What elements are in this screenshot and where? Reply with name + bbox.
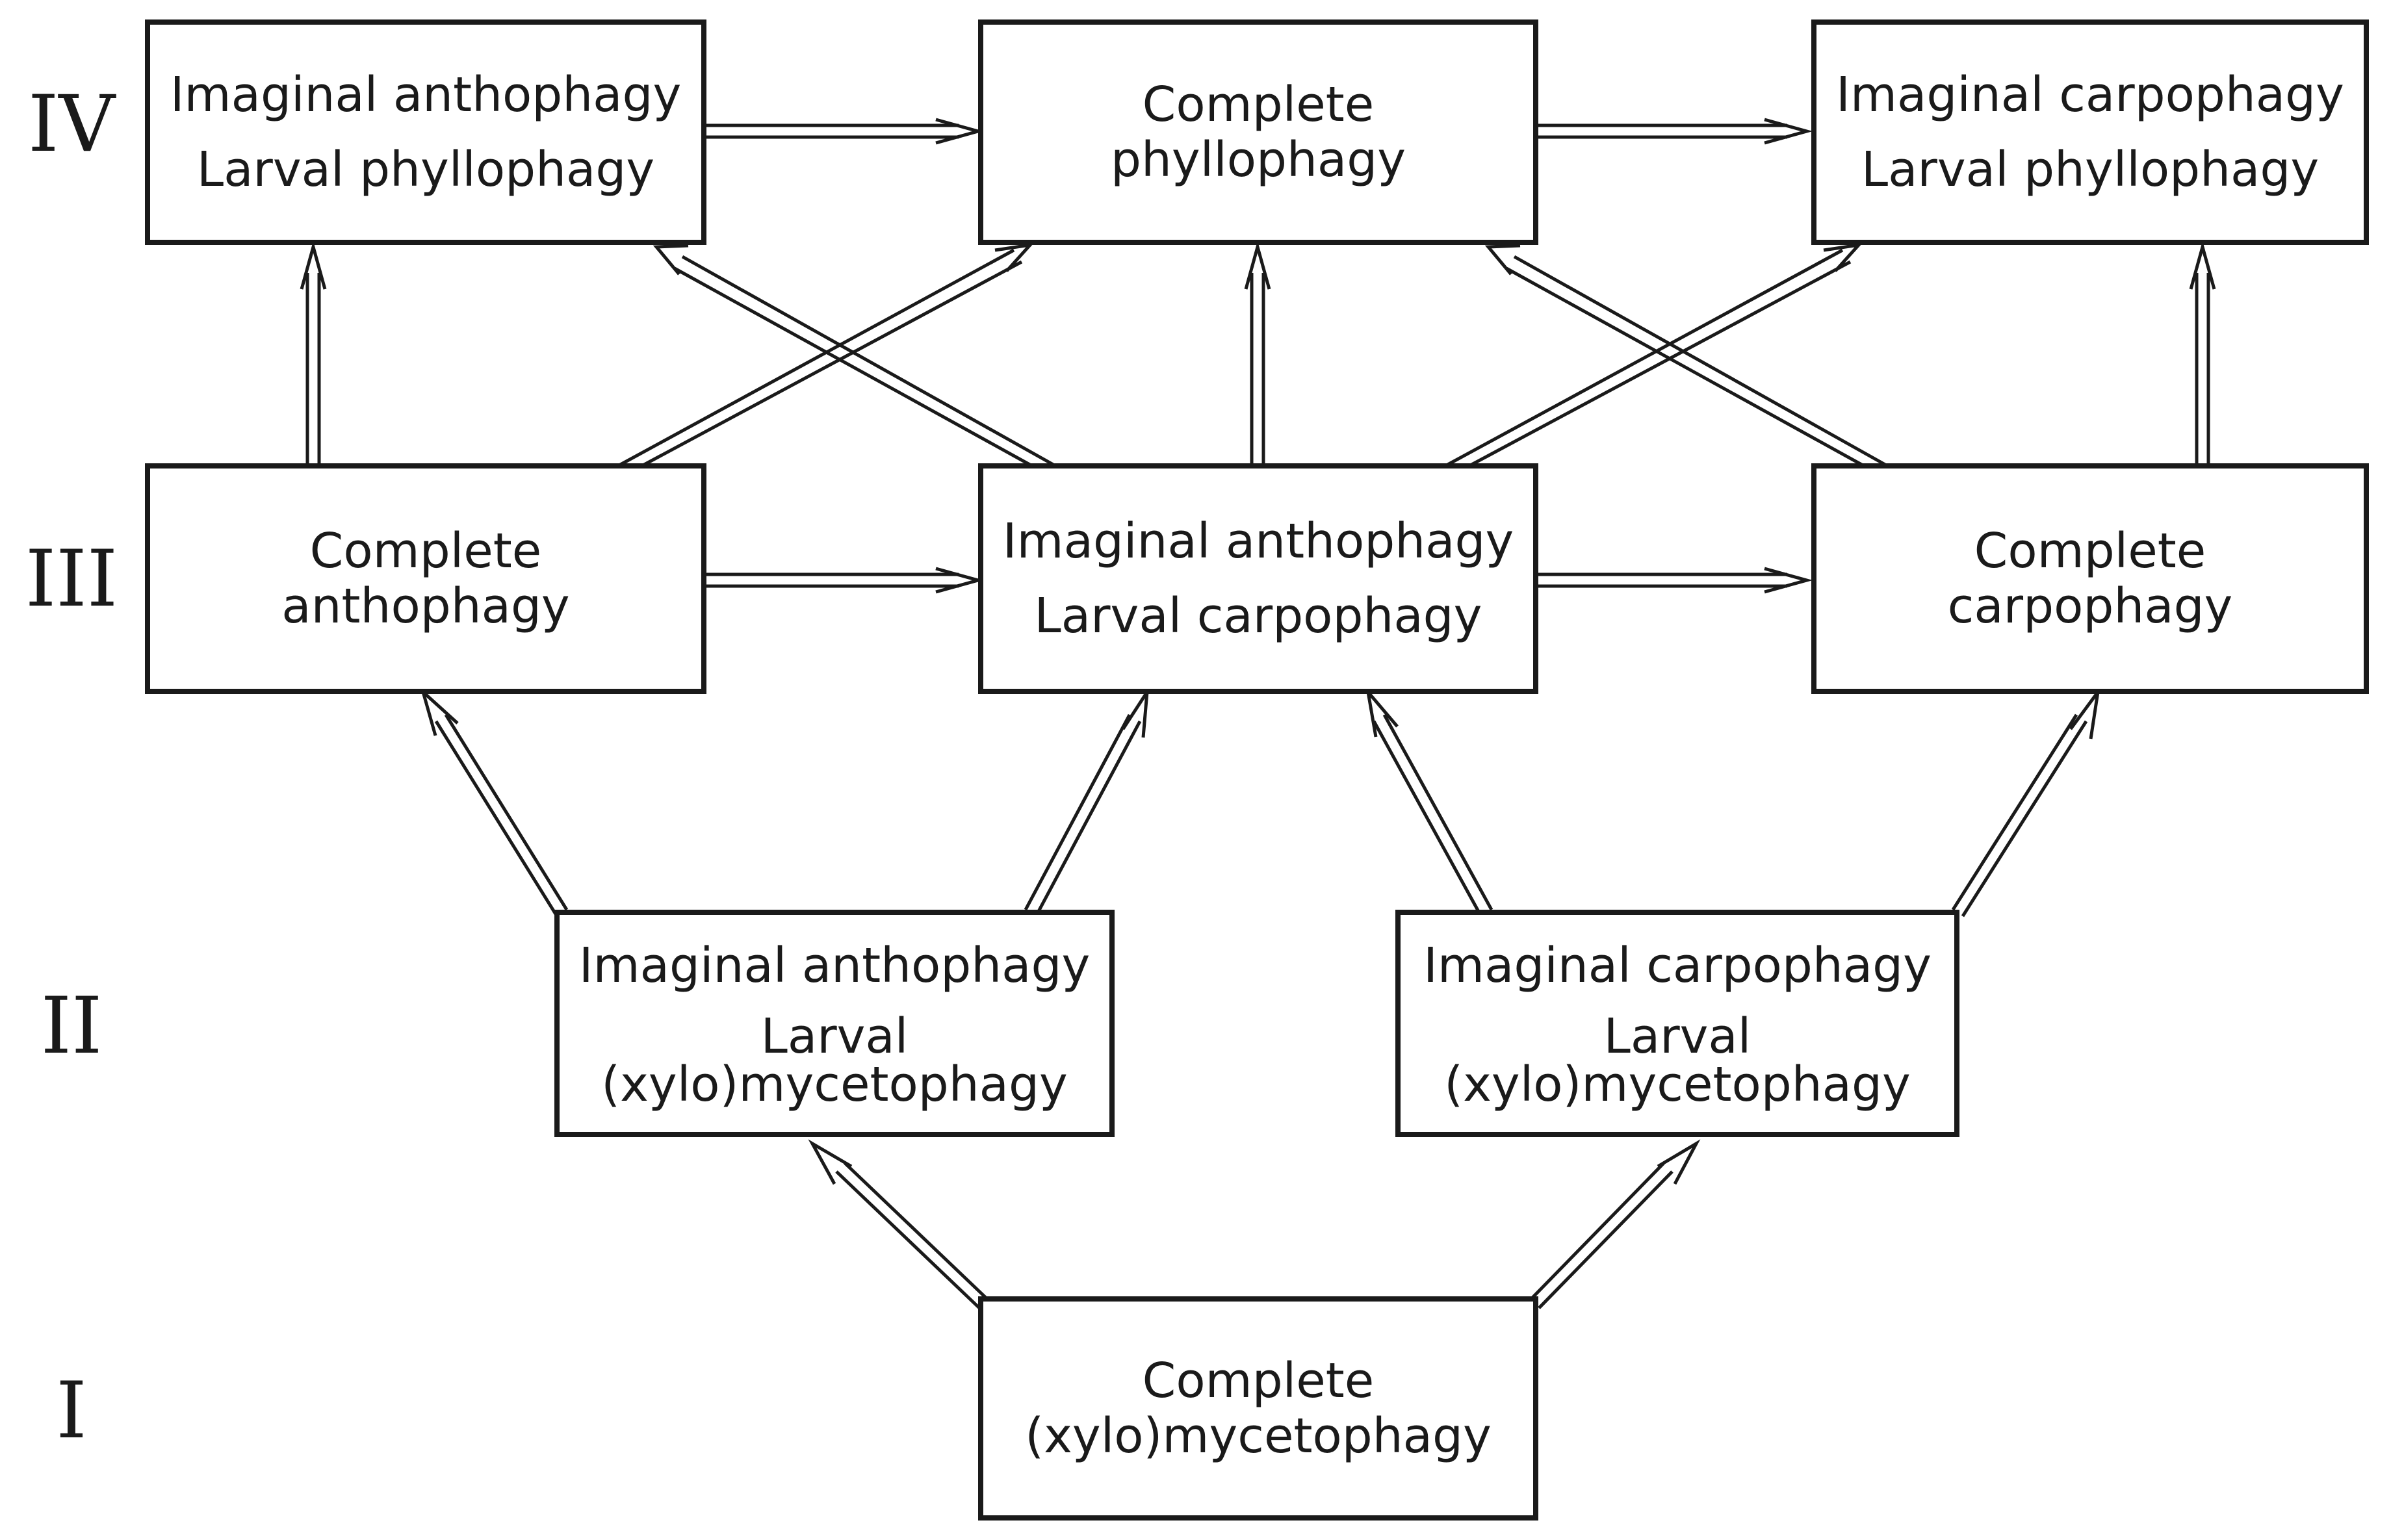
box-line: Imaginal anthophagy (1002, 513, 1514, 570)
box-complete-carpophagy: Complete carpophagy (1811, 463, 2369, 694)
arrow-iv-anthophagy-to-complete-phyllophagy (705, 118, 985, 145)
level-label-ii: II (40, 981, 103, 1072)
box-line: Larval carpophagy (1034, 587, 1482, 644)
arrow-complete-phyllophagy-to-iv-carpophagy (1537, 118, 1813, 145)
box-line: (xylo)mycetophagy (1025, 1407, 1492, 1464)
box-line: Larval (760, 1008, 909, 1065)
arrow-complete-xylomycetophagy-to-ii-carpophagy (1529, 1139, 1701, 1309)
level-label-i: I (56, 1366, 87, 1456)
box-line: Imaginal anthophagy (170, 67, 682, 123)
box-line: carpophagy (1947, 578, 2233, 634)
level-label-iv: IV (27, 79, 116, 170)
box-imaginal-carpophagy-larval-phyllophagy: Imaginal carpophagy Larval phyllophagy (1811, 19, 2369, 245)
box-imaginal-carpophagy-larval-xylomycetophagy: Imaginal carpophagy Larval (xylo)mycetop… (1395, 910, 1959, 1137)
box-complete-anthophagy: Complete anthophagy (145, 463, 706, 694)
arrow-complete-anthophagy-to-iv-anthophagy (300, 240, 327, 465)
box-line: (xylo)mycetophagy (1444, 1057, 1911, 1113)
arrow-iii-mixed-to-iv-carpophagy (1443, 242, 1863, 475)
arrow-iii-mixed-to-complete-phyllophagy (1244, 240, 1271, 465)
box-line: phyllophagy (1110, 131, 1406, 188)
box-complete-phyllophagy: Complete phyllophagy (978, 19, 1538, 245)
arrow-complete-xylomycetophagy-to-ii-anthophagy (808, 1139, 989, 1309)
box-imaginal-anthophagy-larval-carpophagy: Imaginal anthophagy Larval carpophagy (978, 463, 1538, 694)
arrow-complete-carpophagy-to-iv-carpophagy (2189, 240, 2216, 465)
box-line: Larval (1603, 1008, 1751, 1065)
level-label-iii: III (25, 534, 118, 624)
arrow-ii-carpophagy-to-iii-mixed (1365, 686, 1493, 918)
box-line: anthophagy (281, 578, 570, 634)
box-line: Larval phyllophagy (196, 141, 655, 198)
box-line: (xylo)mycetophagy (601, 1057, 1068, 1113)
box-line: Imaginal carpophagy (1423, 937, 1932, 994)
arrow-ii-anthophagy-to-iii-mixed (1024, 691, 1149, 918)
box-line: Complete (1142, 1353, 1375, 1409)
box-complete-xylomycetophagy: Complete (xylo)mycetophagy (978, 1296, 1538, 1521)
box-imaginal-anthophagy-larval-xylomycetophagy: Imaginal anthophagy Larval (xylo)mycetop… (554, 910, 1115, 1137)
box-imaginal-anthophagy-larval-phyllophagy: Imaginal anthophagy Larval phyllophagy (145, 19, 706, 245)
arrow-ii-anthophagy-to-complete-anthophagy (420, 687, 569, 918)
arrow-iii-mixed-to-complete-carpophagy (1537, 567, 1813, 594)
arrow-complete-anthophagy-to-iii-mixed (705, 567, 985, 594)
arrow-complete-anthophagy-to-complete-phyllophagy (615, 242, 1035, 475)
arrow-ii-carpophagy-to-complete-carpophagy (1951, 691, 2100, 918)
arrow-complete-carpophagy-to-complete-phyllophagy (1484, 244, 1890, 475)
box-line: Imaginal carpophagy (1836, 67, 2344, 123)
box-line: Larval phyllophagy (1861, 141, 2320, 198)
box-line: Complete (309, 523, 542, 580)
box-line: Imaginal anthophagy (578, 937, 1091, 994)
arrow-iii-mixed-to-iv-anthophagy (653, 244, 1058, 475)
box-line: Complete (1142, 77, 1375, 133)
box-line: Complete (1974, 523, 2206, 580)
